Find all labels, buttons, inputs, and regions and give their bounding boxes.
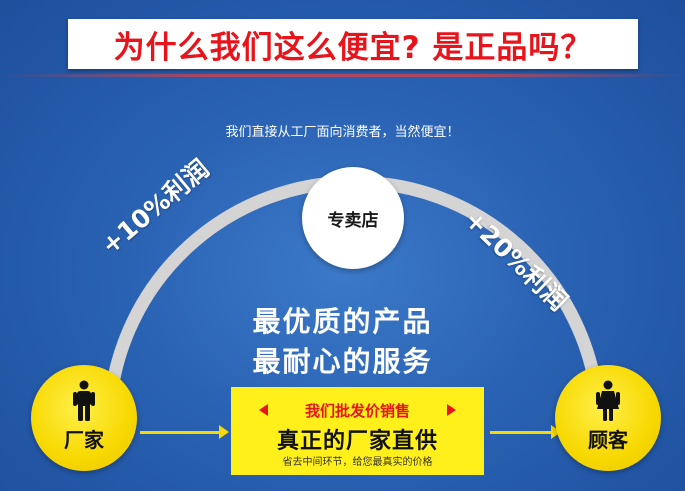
arrow-box-to-customer (490, 425, 561, 439)
factory-node: 厂家 (31, 365, 137, 471)
female-person-icon (596, 380, 620, 421)
male-person-icon (73, 380, 95, 421)
title-banner: 为什么我们这么便宜? 是正品吗？ (68, 19, 638, 69)
title-divider (0, 74, 685, 77)
slogan-service: 最耐心的服务 (252, 345, 433, 378)
store-label: 专卖店 (327, 210, 379, 231)
store-node: 专卖店 (302, 167, 404, 269)
wholesale-bar: 我们批发价销售 (259, 399, 456, 421)
triangle-left-icon (259, 404, 268, 416)
arrow-factory-to-box (140, 425, 229, 439)
customer-label: 顾客 (588, 427, 628, 452)
direct-supply-text: 真正的厂家直供 (276, 429, 438, 454)
factory-label: 厂家 (64, 427, 104, 452)
wholesale-text: 我们批发价销售 (304, 401, 410, 420)
subtitle: 我们直接从工厂面向消费者，当然便宜！ (225, 125, 460, 140)
page-title: 为什么我们这么便宜? 是正品吗？ (113, 29, 593, 66)
triangle-right-icon (446, 404, 456, 416)
price-note-text: 省去中间环节，给您最真实的价格 (282, 457, 433, 468)
customer-node: 顾客 (555, 365, 661, 471)
slogan-quality: 最优质的产品 (252, 305, 433, 338)
direct-supply-box: 我们批发价销售 真正的厂家直供 省去中间环节，给您最真实的价格 (231, 387, 484, 475)
